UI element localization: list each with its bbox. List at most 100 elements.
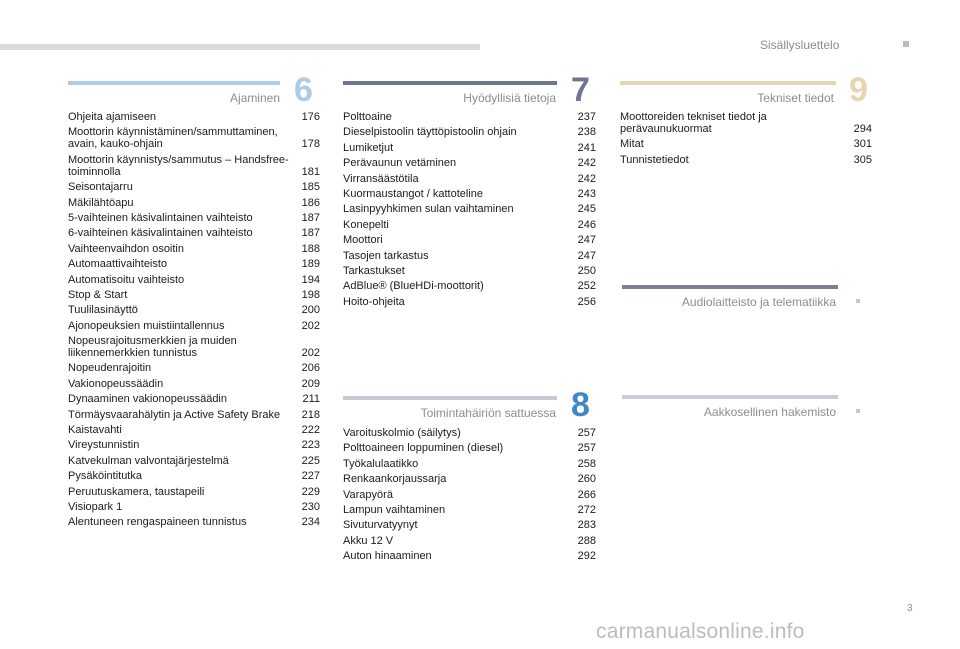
toc-entry-title: Tunnistetiedot [620,153,689,166]
toc-entry-title: Automatisoitu vaihteisto [68,273,185,286]
toc-entry-title: Akku 12 V [343,534,394,547]
toc-entry-title: Perävaunun vetäminen [343,157,457,170]
toc-entry-page: 294 [853,123,872,135]
page-header-title: Sisällysluettelo [760,38,840,52]
section-hakemisto-title: Aakkosellinen hakemisto [703,405,836,419]
toc-entry-title: Konepelti [343,218,389,231]
section-audio-marker [856,299,860,303]
toc-entry[interactable]: Törmäysvaarahälytin ja Active Safety Bra… [68,409,320,421]
section-ajaminen-number: 6 [294,71,313,109]
section-audio-bar [622,285,838,289]
toc-entry[interactable]: Konepelti 246 [343,219,596,231]
toc-entry-page: 206 [301,362,320,375]
toc-entry-page: 241 [577,141,596,154]
section-toimintahairion-title: Toimintahäiriön sattuessa [420,406,556,420]
toc-entry-page: 246 [577,218,596,231]
toc-entry-page: 256 [577,295,596,308]
toc-entry-title: Vireystunnistin [68,439,140,452]
toc-entry-page: 178 [301,138,320,151]
toc-entry-page: 242 [577,172,596,185]
toc-entry-title: Törmäysvaarahälytin ja Active Safety Bra… [68,408,281,421]
section-hyodyllisia-title: Hyödyllisiä tietoja [463,91,556,105]
toc-entry-title: Sivuturvatyynyt [343,519,418,532]
toc-entry[interactable]: Moottorin käynnistys/sammutus – Handsfre… [68,154,320,178]
toc-entry-title: Virransäästötila [343,172,419,185]
toc-entry-title: Vaihteenvaihdon osoitin [68,242,184,255]
toc-entry[interactable]: AdBlue® (BlueHDi-moottorit)252 [343,280,596,292]
toc-entry[interactable]: Vireystunnistin 223 [68,439,320,451]
section-hyodyllisia-number: 7 [571,71,590,109]
toc-entry-page: 243 [577,187,596,200]
toc-entry-title: Nopeusrajoitusmerkkien ja muiden liikenn… [68,335,237,360]
toc-entry-title: Katvekulman valvontajärjestelmä [68,454,229,467]
toc-entry-page: 252 [577,280,596,293]
toc-entry-title: Visiopark 1 [68,500,123,513]
toc-entry-title: Ajonopeuksien muistiintallennus [68,319,225,332]
toc-entry-page: 257 [577,442,596,455]
toc-entry[interactable]: Moottorin käynnistäminen/sammuttaminen, … [68,126,320,150]
toc-entry-page: 272 [577,503,596,516]
toc-entry-page: 229 [301,485,320,498]
toc-entry-title: Tasojen tarkastus [343,249,429,262]
toc-entry[interactable]: Akku 12 V 288 [343,535,596,547]
toc-entry-title: Moottoreiden tekniset tiedot ja perävaun… [620,111,767,135]
toc-entry-title: Polttoaineen loppuminen (diesel) [343,442,504,455]
toc-entry-title: Peruutuskamera, taustapeili [68,485,205,498]
toc-entry-page: 223 [301,439,320,452]
toc-entry[interactable]: Virransäästötila 242 [343,173,596,185]
section-toimintahairion-bar [343,396,557,400]
section-hyodyllisia-bar [343,81,557,85]
toc-entry-page: 288 [577,534,596,547]
toc-entry-title: Stop & Start [68,288,128,301]
toc-entry-title: Varoituskolmio (säilytys) [343,427,461,439]
toc-entry-page: 176 [301,111,320,123]
toc-entry-page: 292 [577,550,596,563]
toc-entry[interactable]: Nopeusrajoitusmerkkien ja muiden liikenn… [68,335,320,359]
toc-entry[interactable]: Varoituskolmio (säilytys)257 [343,427,596,439]
toc-entry-page: 202 [301,347,320,360]
toc-entry-page: 227 [301,470,320,483]
header-marker [903,41,909,47]
toc-entry[interactable]: Peruutuskamera, taustapeili 229 [68,486,320,498]
toc-entry[interactable]: Moottoreiden tekniset tiedot ja perävaun… [620,111,872,135]
section-tekniset-title: Tekniset tiedot [757,91,834,105]
toc-entry[interactable]: Polttoaineen loppuminen (diesel) 257 [343,442,596,454]
